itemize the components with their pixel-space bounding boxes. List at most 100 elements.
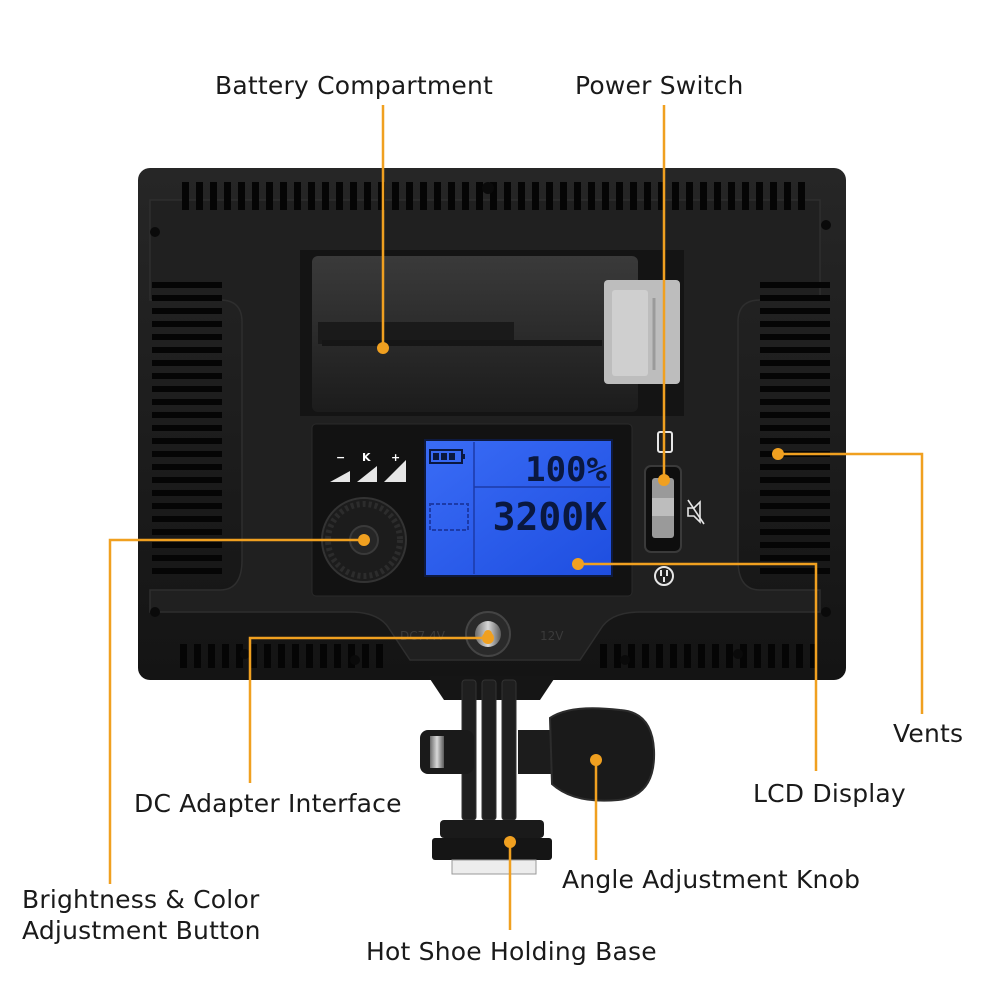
label-hot-shoe-holding-base: Hot Shoe Holding Base [366,937,657,966]
vent-slot [644,182,651,210]
label-lcd-display: LCD Display [753,779,906,808]
vent-slot [518,182,525,210]
vent-slot [782,644,789,668]
vent-slot [152,334,222,340]
vent-slot [546,182,553,210]
vent-slot [616,182,623,210]
panel-k-label: K [362,451,371,464]
vent-slot [348,644,355,668]
vent-slot [760,516,830,522]
vent-slot [742,182,749,210]
leader-lines [108,105,924,930]
vent-slot [152,295,222,301]
vent-slot [756,182,763,210]
vent-slot [760,347,830,353]
vent-slot [760,321,830,327]
vent-slot [726,644,733,668]
lcd-color-temp-value: 3200K [493,495,608,539]
vent-slot [684,644,691,668]
vent-slot [392,182,399,210]
vent-slot [152,373,222,379]
screws [150,182,831,665]
vent-slot [740,644,747,668]
vent-slot [760,334,830,340]
vent-slot [152,386,222,392]
label-vents: Vents [893,719,964,748]
vent-slot [152,399,222,405]
label-power-switch: Power Switch [575,71,744,100]
vent-slot [760,503,830,509]
vent-slot [448,182,455,210]
vent-slot [810,644,817,668]
vent-slot [238,182,245,210]
vent-slot [152,542,222,548]
vent-slot [630,182,637,210]
vent-slot [490,182,497,210]
lcd-brightness-value: 100% [525,450,607,490]
vent-slot [670,644,677,668]
vent-slot [768,644,775,668]
vent-slot [292,644,299,668]
vent-slot [306,644,313,668]
vent-slot [252,182,259,210]
control-panel: − K + 100% 3200K [311,423,633,597]
vent-slot [336,182,343,210]
vent-slot [714,182,721,210]
vent-slot [760,308,830,314]
vent-slot [152,425,222,431]
vent-slot [588,182,595,210]
label-battery-compartment: Battery Compartment [215,71,494,100]
angle-adjustment-knob[interactable] [518,707,656,802]
label-angle-adjustment-knob: Angle Adjustment Knob [562,865,861,894]
mute-off-icon [687,499,705,525]
vent-slot [152,282,222,288]
vent-slot [760,282,830,288]
vent-slot [278,644,285,668]
vent-slot [672,182,679,210]
hot-shoe-mount [420,676,556,875]
dc-voltage-right: 12V [540,629,564,643]
vent-slot [152,503,222,509]
panel-minus-label: − [336,451,345,464]
battery-compartment [300,250,684,416]
vent-slot [760,386,830,392]
vent-slot [700,182,707,210]
label-dc-adapter-interface: DC Adapter Interface [134,789,402,818]
vent-slot [152,451,222,457]
vent-slot [350,182,357,210]
vent-slot [642,644,649,668]
vent-slot [294,182,301,210]
vent-slot [152,412,222,418]
vent-slot [760,529,830,535]
lcd-screen: 100% 3200K [424,439,613,577]
vent-slot [152,308,222,314]
vent-slot [210,182,217,210]
vent-slot [194,644,201,668]
vent-slot [686,182,693,210]
power-switch[interactable] [644,431,705,586]
vent-slot [784,182,791,210]
vent-slot [532,182,539,210]
vent-slot [280,182,287,210]
vent-slot [250,644,257,668]
vent-slot [406,182,413,210]
vent-slot [152,438,222,444]
vent-slot [760,412,830,418]
vent-slot [754,644,761,668]
vent-slot [152,477,222,483]
vent-slot [180,644,187,668]
vents [152,182,830,668]
vent-slot [320,644,327,668]
vent-slot [760,438,830,444]
vent-slot [208,644,215,668]
vent-slot [266,182,273,210]
vent-slot [308,182,315,210]
vent-slot [796,644,803,668]
vent-slot [574,182,581,210]
vent-slot [760,425,830,431]
vent-slot [224,182,231,210]
vent-slot [628,644,635,668]
vent-slot [760,295,830,301]
vent-slot [322,182,329,210]
vent-slot [462,182,469,210]
